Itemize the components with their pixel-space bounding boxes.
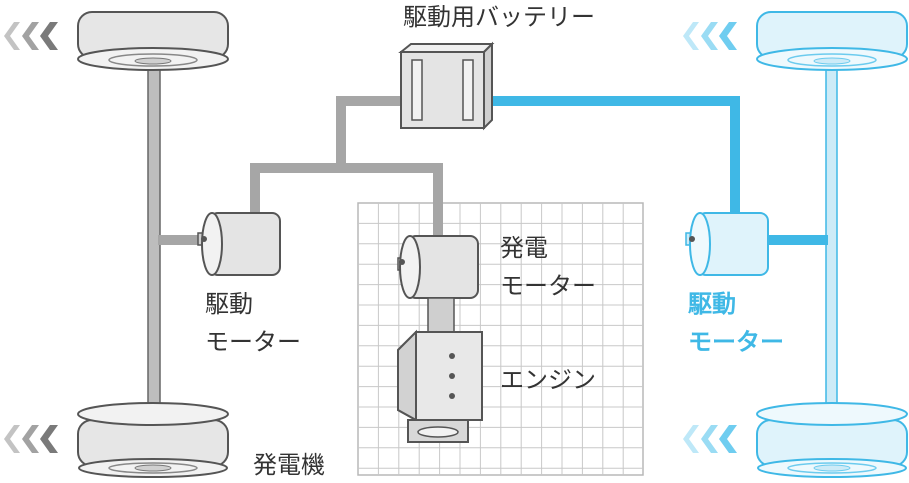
direction-arrows-bottom-right	[683, 425, 737, 453]
battery-label: 駆動用バッテリー	[403, 3, 595, 31]
motor-engine-shaft	[427, 297, 455, 333]
generator-motor-icon	[397, 235, 479, 299]
battery-icon	[398, 41, 495, 131]
engine-label: エンジン	[500, 366, 596, 394]
right-motor-label-line2: モーター	[688, 328, 784, 356]
direction-arrows-top-right	[683, 22, 737, 50]
wheel-front-right	[756, 11, 908, 71]
generator-motor-label-line1: 発電	[500, 234, 548, 262]
left-motor-label-line2: モーター	[205, 328, 301, 356]
right-motor-label-line1: 駆動	[688, 290, 736, 318]
right-axle	[766, 57, 838, 411]
wheel-rear-left	[77, 402, 229, 478]
wheel-front-left	[77, 11, 229, 71]
direction-arrows-bottom-left	[4, 425, 58, 453]
generator-motor-label-line2: モーター	[500, 272, 596, 300]
left-drive-motor-icon	[197, 212, 281, 276]
engine-icon	[397, 329, 483, 443]
gray-connection-path	[250, 96, 443, 240]
direction-arrows-top-left	[4, 22, 58, 50]
generator-label: 発電機	[253, 451, 325, 479]
blue-connection-path	[484, 96, 740, 213]
left-motor-label-line1: 駆動	[205, 290, 253, 318]
wheel-rear-right	[756, 402, 908, 478]
right-drive-motor-icon	[685, 212, 769, 276]
